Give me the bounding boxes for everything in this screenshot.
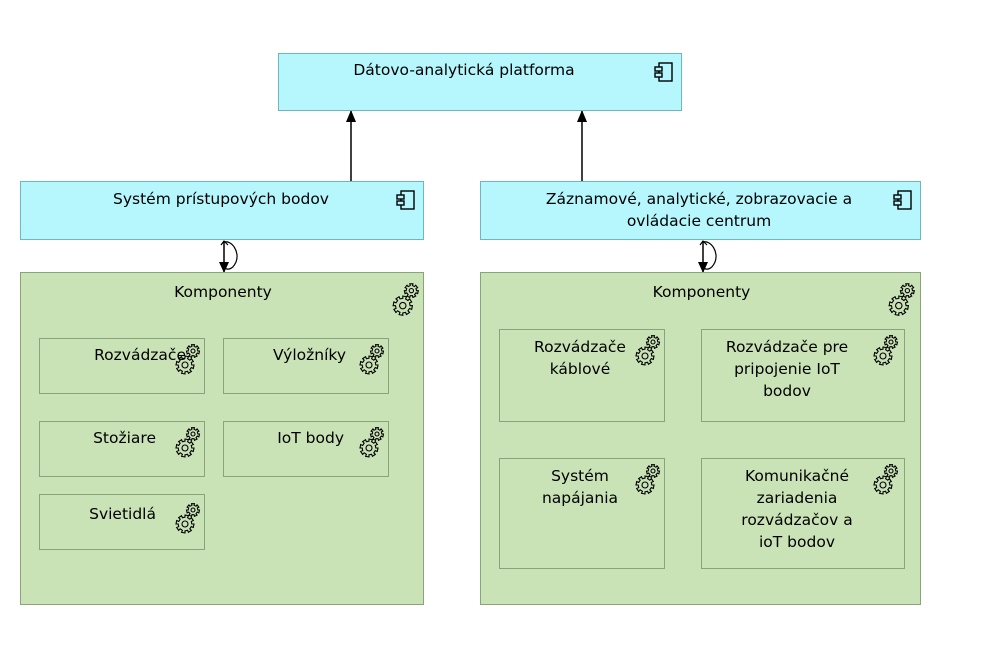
gears-icon — [873, 464, 899, 495]
gears-icon — [873, 335, 899, 366]
access-point-system-label: Systém prístupových bodov — [113, 190, 329, 208]
component-label: napájania — [541, 489, 619, 507]
component-icon — [654, 62, 673, 82]
component-icon — [396, 190, 415, 210]
right-components-group[interactable]: Komponenty Rozvádzače káblové Rozvádzače… — [480, 272, 921, 605]
component-label: Systém — [551, 467, 609, 485]
component-label: IoT body — [277, 429, 344, 447]
platform-label: Dátovo-analytická platforma — [353, 61, 575, 79]
gears-icon — [635, 464, 661, 495]
component-label: Výložníky — [272, 346, 346, 364]
component-label: Komunikačné — [744, 467, 849, 485]
flow-arrow-right-to-platform — [577, 110, 587, 182]
component-label: rozvádzačov a — [741, 511, 853, 529]
component-label: ioT bodov — [758, 533, 835, 551]
gears-icon — [359, 344, 385, 375]
control-center-node[interactable]: Záznamové, analytické, zobrazovacie a ov… — [480, 181, 921, 240]
gears-icon — [392, 283, 420, 316]
component-rozvadzace-kablove[interactable]: Rozvádzače káblové — [499, 329, 665, 422]
component-komunikacne-zariadenia[interactable]: Komunikačné zariadenia rozvádzačov a ioT… — [701, 458, 905, 569]
gears-icon — [175, 427, 201, 458]
left-components-group[interactable]: Komponenty Rozvádzače Výložníky Stožiare… — [20, 272, 424, 605]
gears-icon — [175, 344, 201, 375]
gears-icon — [635, 335, 661, 366]
component-label: Rozvádzače — [94, 346, 186, 364]
platform-node[interactable]: Dátovo-analytická platforma — [278, 53, 682, 111]
component-label: káblové — [549, 360, 611, 378]
control-center-label-line1: Záznamové, analytické, zobrazovacie a — [545, 190, 853, 208]
component-rozvadzace[interactable]: Rozvádzače — [39, 338, 205, 394]
gears-icon — [359, 427, 385, 458]
component-label: Svietidlá — [89, 505, 156, 523]
gears-icon — [888, 283, 916, 316]
flow-arrow-left-to-platform — [346, 110, 356, 182]
component-svietidla[interactable]: Svietidlá — [39, 494, 205, 550]
access-point-system-node[interactable]: Systém prístupových bodov — [20, 181, 424, 240]
composition-link-right — [698, 240, 717, 273]
control-center-label-line2: ovládacie centrum — [626, 212, 772, 230]
component-icon — [893, 190, 912, 210]
component-system-napajania[interactable]: Systém napájania — [499, 458, 665, 569]
component-label: Rozvádzače — [534, 338, 626, 356]
component-rozvadzace-iot[interactable]: Rozvádzače pre pripojenie IoT bodov — [701, 329, 905, 422]
component-vylozniky[interactable]: Výložníky — [223, 338, 389, 394]
component-label: Rozvádzače pre — [725, 338, 849, 356]
composition-link-left — [219, 240, 238, 273]
component-label: zariadenia — [756, 489, 838, 507]
right-group-label: Komponenty — [652, 283, 751, 301]
component-label: pripojenie IoT — [734, 360, 840, 378]
component-label: Stožiare — [93, 429, 156, 447]
gears-icon — [175, 503, 201, 534]
component-label: bodov — [763, 382, 811, 400]
component-stoziare[interactable]: Stožiare — [39, 421, 205, 477]
component-iot-body[interactable]: IoT body — [223, 421, 389, 477]
left-group-label: Komponenty — [174, 283, 272, 301]
